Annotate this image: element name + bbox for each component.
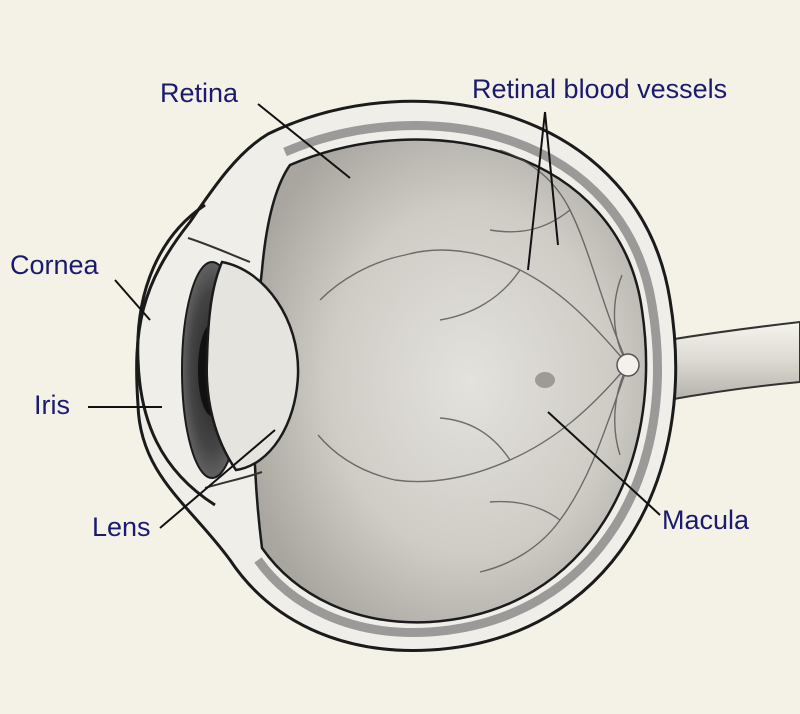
label-lens: Lens [92, 512, 151, 542]
retinal-vessels [317, 149, 629, 573]
leader-cornea [114, 279, 151, 321]
label-macula: Macula [662, 505, 750, 535]
leader-retina [257, 103, 351, 179]
leader-lines [88, 103, 661, 529]
label-retina: Retina [160, 78, 239, 108]
leader-lens [159, 429, 276, 529]
ciliary-top [187, 237, 251, 263]
optic-disc [616, 353, 640, 377]
optic-nerve [667, 320, 800, 402]
leader-vessels-2 [544, 111, 559, 246]
macula-spot [535, 372, 555, 388]
leader-vessels-1 [527, 111, 546, 271]
label-cornea: Cornea [10, 250, 99, 280]
label-iris: Iris [34, 390, 70, 420]
leader-macula [547, 411, 661, 516]
choroid-layer [254, 121, 662, 638]
label-retinal-blood-vessels: Retinal blood vessels [472, 74, 728, 104]
lens-shape [205, 260, 300, 472]
cornea-shape [136, 203, 216, 507]
